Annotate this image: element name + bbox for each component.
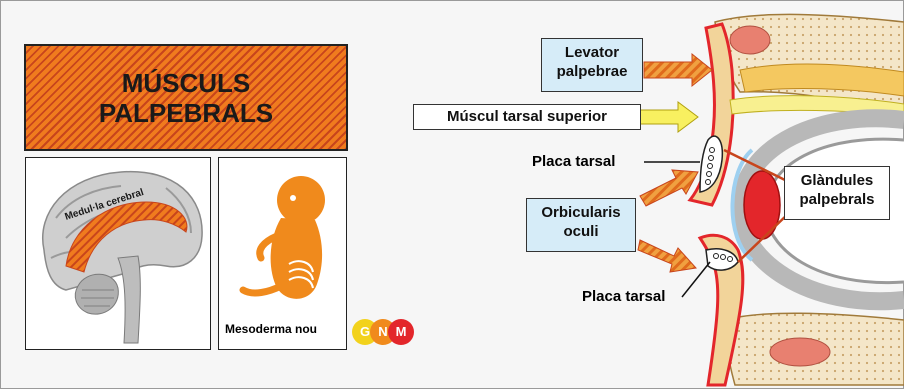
- embryo-illustration: [239, 176, 325, 299]
- title-line-2: PALPEBRALS: [98, 98, 274, 128]
- tarsal-superior-label: Múscul tarsal superior: [413, 104, 641, 130]
- glandules-line-2: palpebrals: [799, 191, 875, 208]
- placa-tarsal-bottom-label: Placa tarsal: [582, 288, 666, 305]
- glandules-palpebrals-label: Glàndules palpebrals: [784, 166, 890, 220]
- embryo-panel: Mesoderma nou: [218, 157, 347, 350]
- orbicularis-line-1: Orbicularis: [541, 204, 621, 221]
- embryo-label: Mesoderma nou: [225, 322, 318, 336]
- orbicularis-line-2: oculi: [563, 223, 599, 240]
- placa-tarsal-top-label: Placa tarsal: [532, 153, 616, 170]
- brain-panel: Medul·la cerebral: [25, 157, 211, 350]
- brain-illustration: Medul·la cerebral: [42, 170, 203, 344]
- levator-palpebrae-label: Levator palpebrae: [541, 38, 643, 92]
- orbicularis-oculi-label: Orbicularis oculi: [526, 198, 636, 252]
- gnm-m-icon: M: [388, 319, 414, 345]
- glandules-line-1: Glàndules: [800, 172, 874, 189]
- title-line-1: MÚSCULS: [121, 68, 251, 98]
- levator-line-1: Levator: [564, 44, 620, 61]
- title-box: MÚSCULS PALPEBRALS: [24, 44, 348, 151]
- title-text: MÚSCULS PALPEBRALS: [26, 68, 346, 128]
- levator-line-2: palpebrae: [556, 63, 628, 80]
